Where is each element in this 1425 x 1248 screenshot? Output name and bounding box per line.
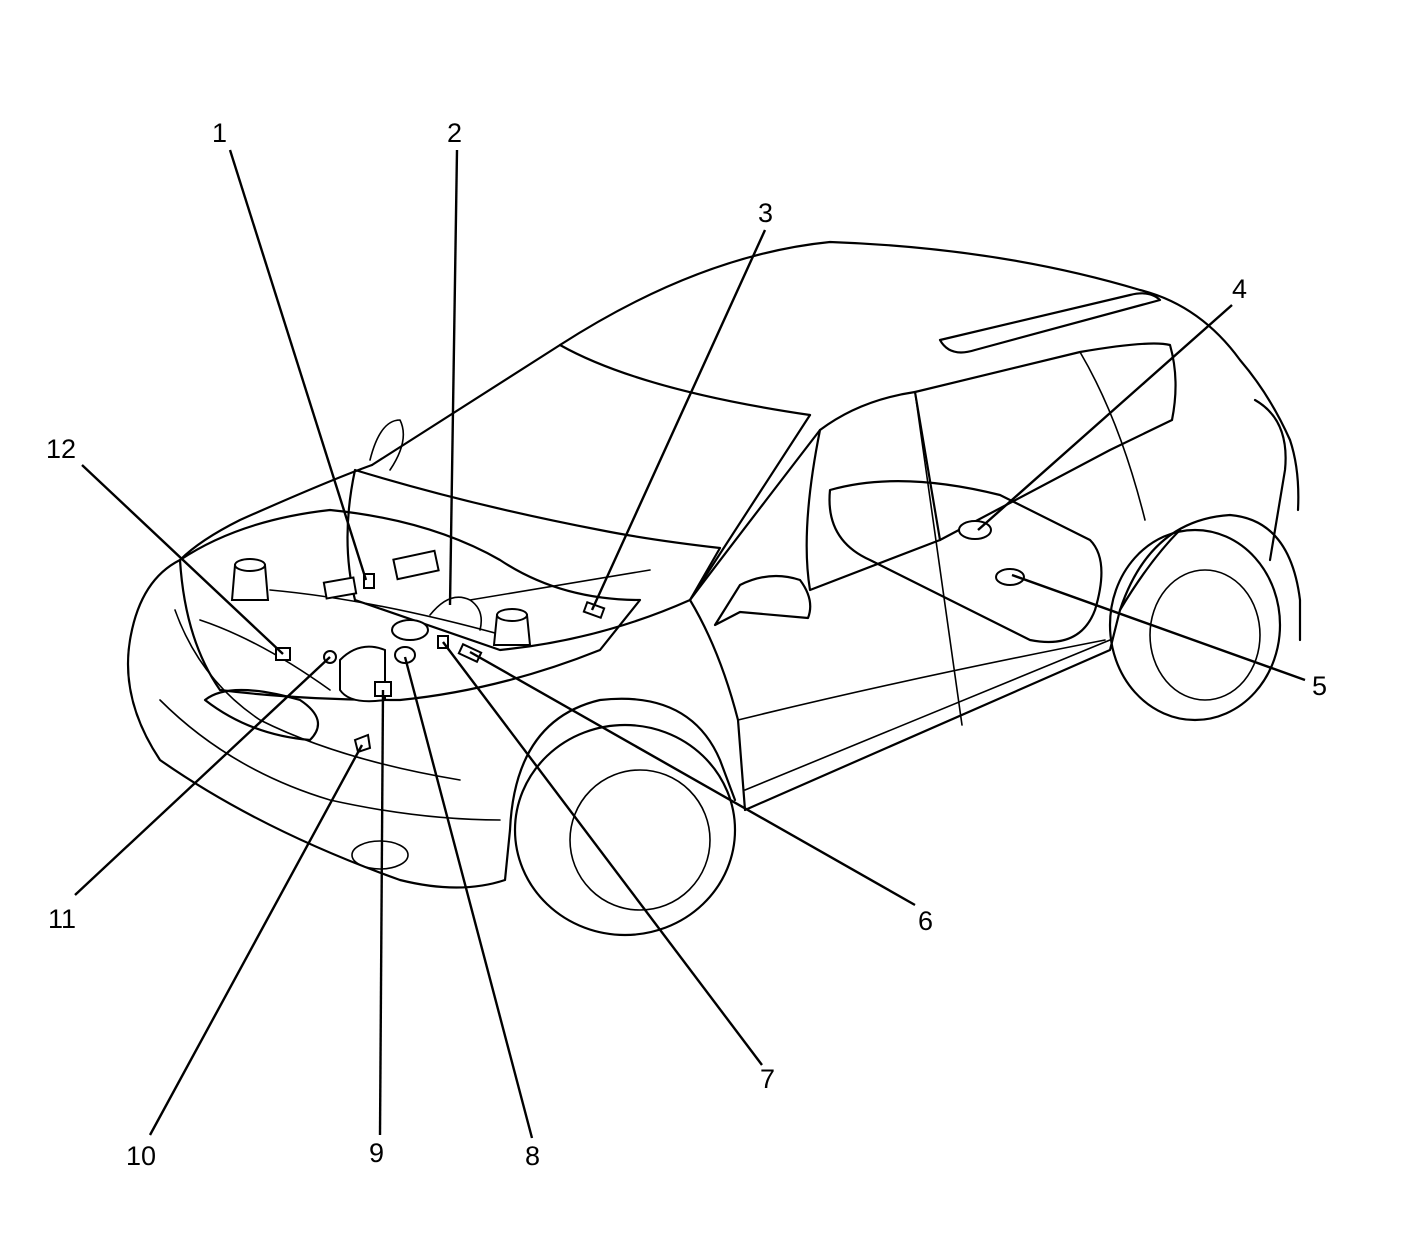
leader-line-1: [228, 149, 368, 581]
interior-floor-panel: [828, 480, 1103, 644]
air-intake-duct: [339, 645, 386, 703]
front-fascia: [126, 558, 512, 889]
callout-12: 12: [46, 434, 76, 464]
headlamp: [203, 688, 320, 742]
callout-11: 11: [48, 904, 76, 934]
leader-line-8: [403, 656, 534, 1139]
c-pillar: [1079, 351, 1146, 521]
callout-4: 4: [1232, 274, 1247, 304]
part-5-mount: [995, 568, 1025, 586]
leader-line-12: [81, 464, 284, 655]
roof-rail: [938, 292, 1162, 354]
leader-line-5: [1011, 573, 1306, 682]
b-pillar: [914, 391, 963, 726]
right-strut-cap: [496, 608, 528, 622]
rocker-line: [744, 639, 1111, 791]
part-3-sensor: [582, 600, 606, 620]
callout-9: 9: [369, 1138, 384, 1168]
leader-line-9: [378, 689, 385, 1136]
callout-1: 1: [212, 118, 227, 148]
a-pillar: [178, 463, 374, 562]
leader-line-11: [74, 656, 331, 896]
leader-lines: [74, 149, 1306, 1139]
front-wheel-arch: [508, 697, 737, 832]
roof-outline: [370, 240, 1300, 512]
cowl-line: [269, 589, 521, 641]
front-door-window: [805, 390, 942, 592]
rear-wheel-arch: [1118, 513, 1302, 642]
rear-tire: [1108, 528, 1282, 722]
reservoir-cap: [391, 619, 429, 641]
windshield-lower-edge: [558, 343, 812, 417]
body-side: [688, 428, 1182, 812]
battery: [322, 576, 358, 600]
fender-inner-left: [199, 619, 331, 691]
callout-7: 7: [760, 1064, 775, 1094]
vehicle-illustration: [126, 240, 1302, 937]
left-strut-cap: [234, 558, 266, 572]
leader-line-2: [448, 149, 459, 606]
callout-10: 10: [126, 1141, 156, 1171]
part-1-connector: [363, 573, 375, 589]
fuse-block: [392, 549, 440, 581]
rear-body-corner: [1253, 398, 1287, 562]
front-rim: [569, 769, 711, 911]
leader-line-7: [442, 641, 763, 1066]
rear-rim: [1149, 569, 1261, 701]
rear-door-window: [913, 342, 1177, 542]
leader-line-10: [148, 744, 364, 1136]
fog-lamp: [351, 840, 409, 870]
windshield-side: [688, 413, 812, 602]
door-seam: [737, 639, 1106, 721]
callout-8: 8: [525, 1141, 540, 1171]
callout-2: 2: [447, 118, 462, 148]
wiring-harness: [429, 569, 651, 631]
part-10-bracket: [353, 733, 372, 754]
hood-crease: [369, 419, 405, 471]
leader-line-3: [590, 229, 767, 611]
side-mirror: [713, 574, 812, 627]
leader-line-4: [977, 304, 1233, 531]
callout-labels: 1 2 3 4 5 6 7 8 9 10 11 12: [46, 118, 1327, 1171]
front-tire: [513, 723, 737, 937]
callout-3: 3: [758, 198, 773, 228]
grille-upper: [174, 609, 461, 781]
part-8-sensor: [394, 646, 416, 664]
callout-5: 5: [1312, 671, 1327, 701]
callout-6: 6: [918, 906, 933, 936]
leader-line-6: [469, 650, 916, 907]
